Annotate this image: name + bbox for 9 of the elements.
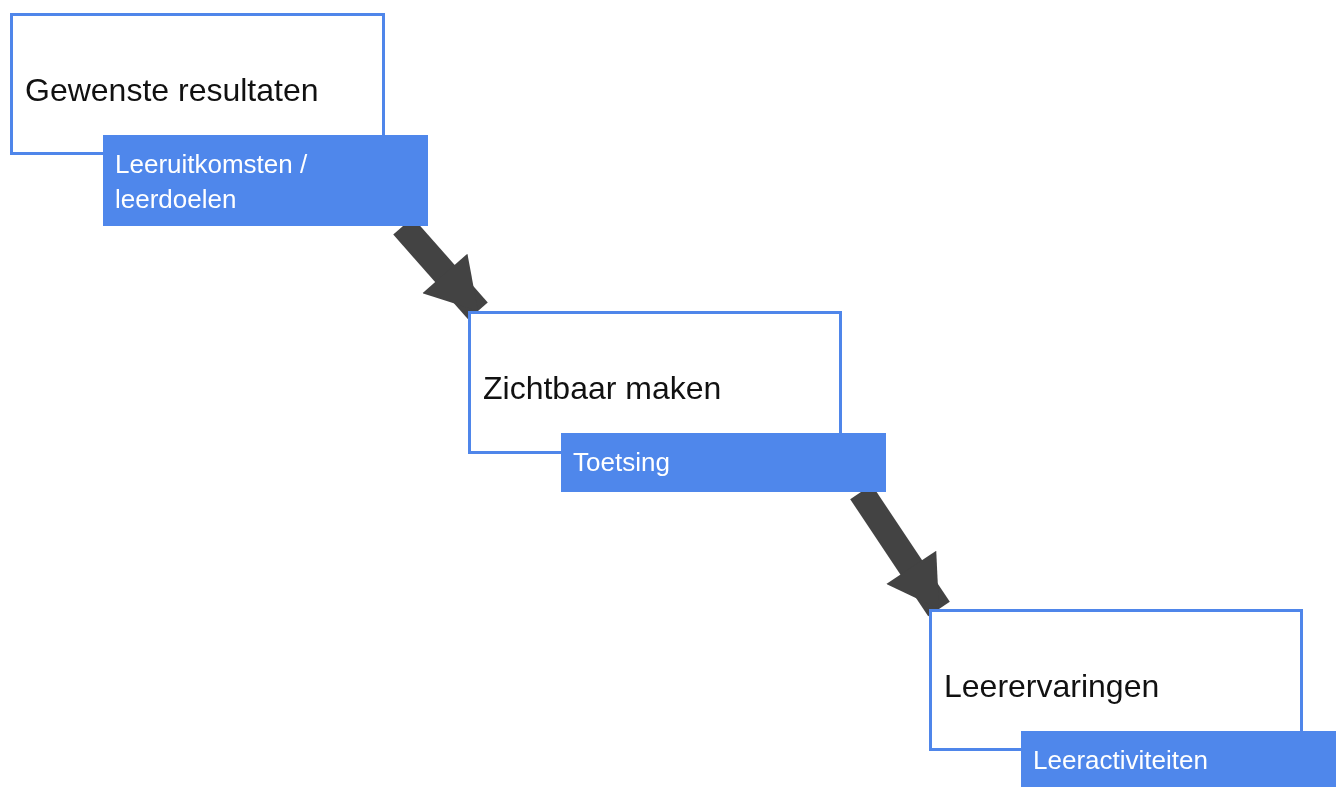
stage-text: Toetsing <box>573 446 671 479</box>
stage-text: Leeractiviteiten <box>1033 744 1209 777</box>
stage-tag <box>561 433 886 492</box>
stage-text: Gewenste resultaten <box>25 72 320 109</box>
stage-tag <box>103 135 428 226</box>
stage-text: Leeruitkomsten / leerdoelen <box>115 148 309 217</box>
stage-text: Zichtbaar maken <box>483 370 723 407</box>
stage-text: Leerervaringen <box>944 668 1161 705</box>
stage-tag <box>1021 731 1336 787</box>
